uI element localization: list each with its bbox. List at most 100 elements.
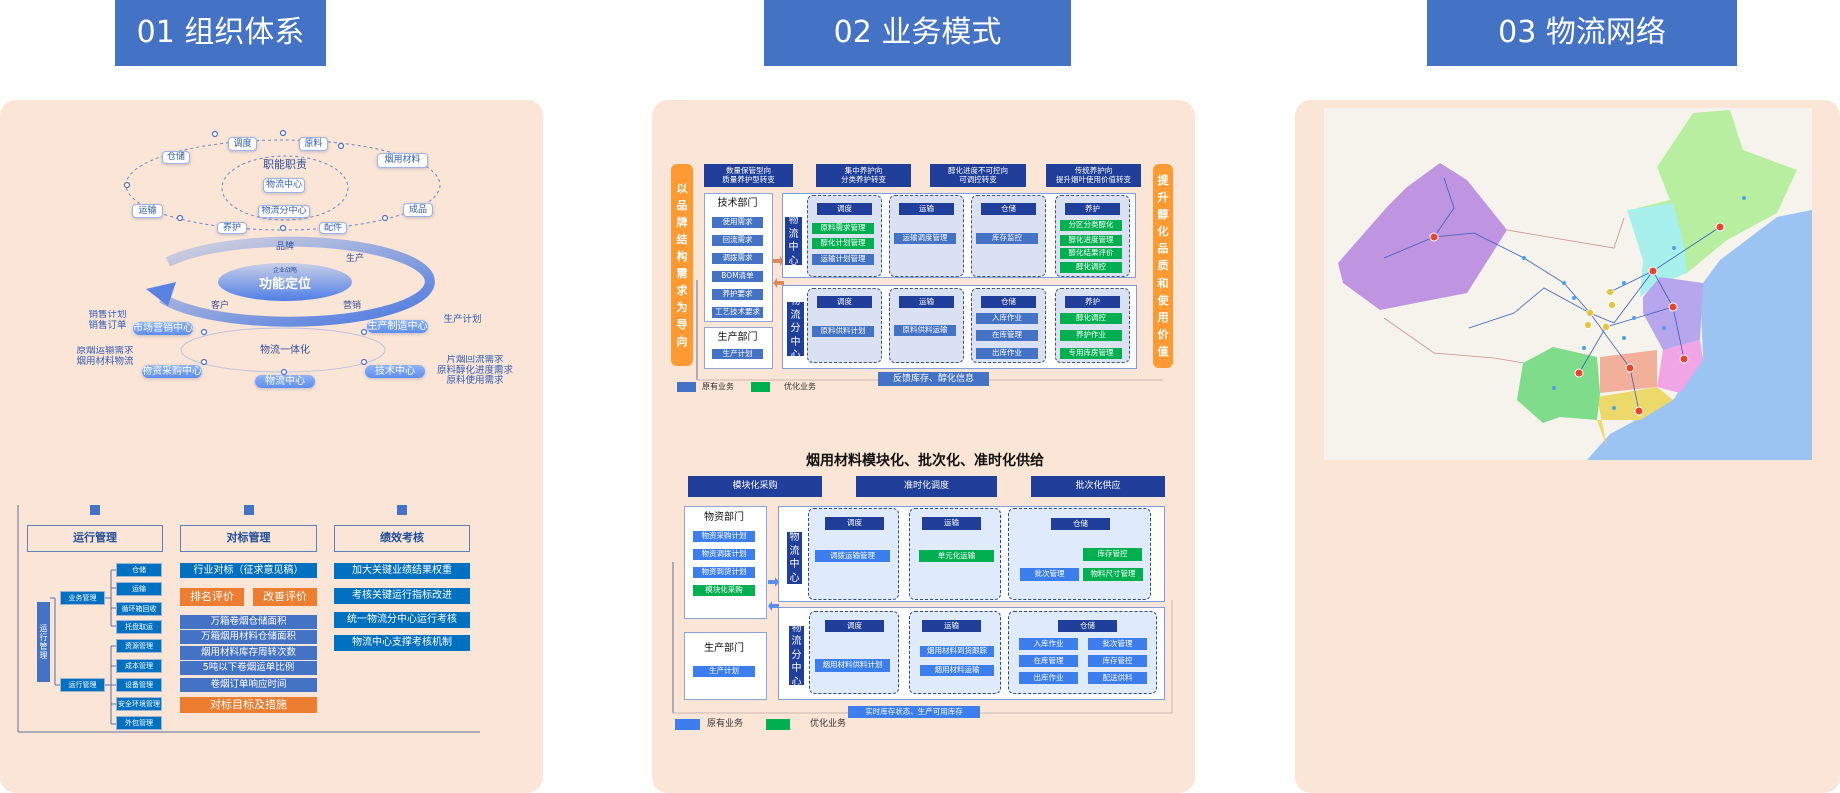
positioning-arrowhead (146, 282, 176, 306)
ops-root: 运行管理 (37, 602, 50, 682)
supply-legend-optimized-label: 优化业务 (810, 719, 847, 730)
subcenter-label: 物流分中心 (787, 302, 804, 356)
section-marker (244, 505, 254, 515)
supply-center-label: 物流中心 (787, 532, 802, 584)
duty-item: 原料 (299, 137, 328, 151)
duty-inner-logistics-center: 物流中心 (263, 178, 305, 193)
feedback-label: 反馈库存、醇化信息 (878, 372, 989, 386)
map-region-northwest (1338, 163, 1507, 310)
bench-top: 行业对标（征求意见稿） (180, 563, 317, 578)
supply-center-group-title: 运输 (922, 517, 981, 530)
subcenter-group-title: 调度 (817, 296, 872, 308)
duty-item: 仓储 (162, 151, 190, 164)
supply-title: 烟用材料模块化、批次化、准时化供给 (806, 452, 1044, 469)
map-warehouse-markers-yellow (1584, 288, 1616, 331)
subcenter-item: 养护作业 (1060, 330, 1122, 341)
map-border (1506, 217, 1625, 249)
tech-dept-item: 工艺技术要求 (712, 307, 763, 318)
map-region-southeast (1657, 340, 1703, 393)
tech-dept-title: 技术部门 (717, 198, 758, 210)
subcenter-group-title: 养护 (1065, 296, 1120, 308)
prod-dept-box (704, 327, 773, 369)
map-region-north (1627, 203, 1687, 297)
note-marketing: 销售计划 销售订单 (88, 310, 127, 331)
center-pill: 物资采购中心 (142, 365, 202, 378)
perf-item: 加大关键业绩结果权重 (334, 563, 470, 579)
bench-header: 对标管理 (180, 525, 317, 552)
ops-leaf: 仓储 (116, 563, 162, 577)
supply-subcenter-group-title: 运输 (922, 620, 981, 632)
subcenter-group-title: 仓储 (981, 296, 1036, 308)
map-region-northeast (1630, 110, 1797, 273)
positioning-ellipse (218, 263, 352, 301)
positioning-subtitle: 企业战略 (272, 267, 297, 275)
supply-subcenter-group-title: 仓储 (1058, 620, 1117, 632)
subcenter-item: 入库作业 (976, 313, 1038, 324)
subcenter-group-title: 运输 (899, 296, 954, 308)
bench-eval-rank: 排名评价 (180, 588, 244, 606)
supply-subcenter-label: 物流分中心 (789, 626, 804, 685)
integration-title: 物流一体化 (260, 344, 310, 356)
map-hub-markers-red (1429, 222, 1725, 416)
material-dept-box (684, 506, 767, 619)
tech-dept-item: 养护要求 (712, 289, 763, 300)
duty-item: 调度 (228, 137, 257, 151)
ops-leaf: 运输 (116, 582, 162, 596)
positioning-title: 功能定位 (258, 276, 311, 292)
center-group-title: 仓储 (981, 203, 1036, 215)
material-dept-item: 物资采购计划 (693, 531, 755, 542)
bench-item: 卷烟订单响应时间 (180, 678, 317, 692)
center-item: 醇化计划管理 (812, 238, 874, 249)
positioning-label: 客户 (210, 300, 229, 311)
ops-leaf: 设备管理 (116, 678, 162, 692)
material-dept-title: 物资部门 (704, 512, 744, 524)
subcenter-item: 在库管理 (976, 330, 1038, 341)
map-border (1383, 317, 1525, 364)
supply-legend-original-label: 原有业务 (707, 719, 744, 730)
positioning-label: 营销 (342, 300, 361, 311)
supply-prod-dept-title: 生产部门 (704, 643, 744, 655)
ops-leaf: 循环箱回收 (116, 602, 162, 616)
center-item: 醇化进度管理 (1060, 235, 1122, 246)
center-item: 运输调度管理 (894, 233, 956, 244)
supply-subcenter-item: 库存管控 (1088, 655, 1147, 667)
center-label: 物流中心 (785, 217, 802, 265)
transform-header: 醇化进度不可控向 可调控转变 (930, 164, 1026, 187)
tech-dept-item: BOM清单 (712, 271, 763, 282)
supply-header: 批次化供应 (1031, 476, 1165, 497)
center-item: 醇化调控 (1060, 262, 1122, 273)
center-pill: 生产制造中心 (367, 320, 428, 333)
right-orange-bar: 提升醇化品质和使用价值 (1153, 164, 1173, 368)
duty-title: 职能职责 (263, 158, 307, 171)
map-region-south (1597, 387, 1673, 447)
supply-center-item: 批次管理 (1020, 568, 1079, 581)
bench-item: 万箱卷烟仓储面积 (180, 615, 317, 629)
map-routes (1383, 177, 1721, 412)
map-nodes (1522, 196, 1746, 410)
supply-center-item: 单元化运输 (919, 550, 994, 562)
subcenter-item: 出库作业 (976, 348, 1038, 359)
transform-header: 数量保管型向 质量养护型转变 (704, 164, 793, 187)
ops-leaf: 托盘取运 (116, 620, 162, 634)
transform-header: 传统养护向 提升烟叶使用价值转变 (1046, 164, 1141, 187)
perf-item: 物流中心支撑考核机制 (334, 635, 470, 651)
duty-item: 配件 (319, 222, 347, 234)
note-production: 生产计划 (443, 314, 482, 325)
section-title-organization: 01 组织体系 (115, 0, 326, 66)
tech-dept-item: 回流需求 (712, 235, 763, 246)
material-dept-item: 物资到货计划 (693, 567, 755, 578)
supply-center-item: 物料尺寸管理 (1083, 568, 1143, 581)
tech-dept-item: 使用需求 (712, 217, 763, 228)
legend-optimized-label: 优化业务 (784, 382, 816, 392)
supply-subcenter-item: 批次管理 (1088, 638, 1147, 650)
duty-inner-logistics-subcenter: 物流分中心 (258, 205, 310, 218)
duty-inner-ring (221, 155, 349, 221)
positioning-arc (159, 236, 435, 327)
supply-subcenter-item: 配送供料 (1088, 672, 1147, 684)
supply-subcenter-item: 烟用材料供料计划 (815, 659, 890, 672)
center-group-title: 调度 (817, 203, 872, 215)
map-region-east (1643, 277, 1703, 350)
china-logistics-map (1324, 108, 1812, 460)
center-item: 分区分类醇化 (1060, 220, 1122, 231)
supply-center-group-title: 仓储 (1051, 518, 1110, 530)
